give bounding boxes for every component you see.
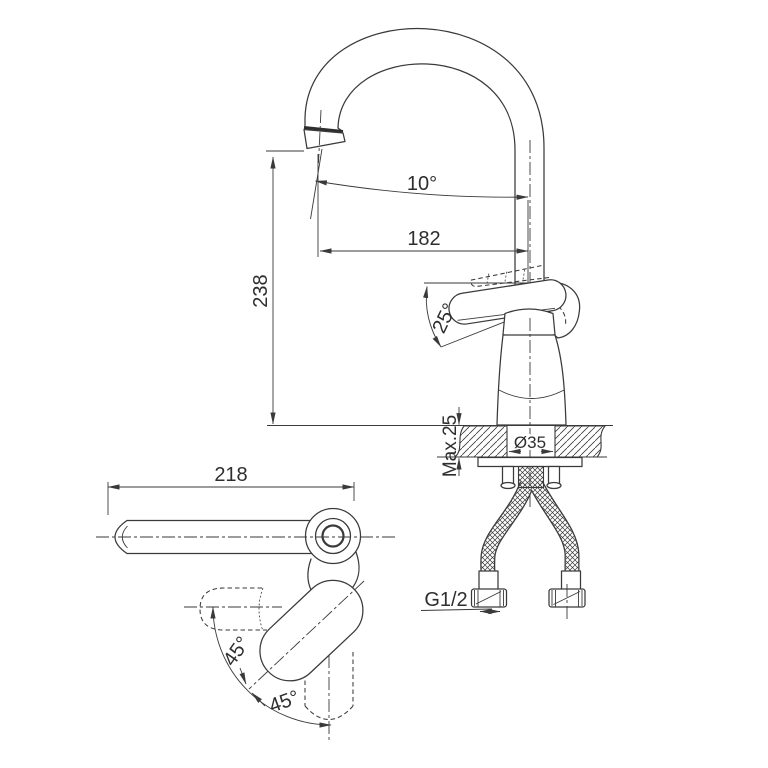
thread-label: G1/2 [424,589,467,611]
spout-angle-leg [310,148,323,220]
spout-tip-centerline [318,109,322,164]
mounting-foot-right [546,481,562,490]
raised-lever-hatch [486,267,526,284]
hose-right-braid [530,481,579,590]
mounting-leg-right [547,465,561,485]
mounting-foot-left [500,481,516,490]
aerator-joint-band [303,126,344,133]
spout-gooseneck [304,27,545,286]
aerator-tip [303,128,346,150]
dimension-thread: G1/2 [420,589,501,615]
deck-thickness-label: Max.25 [440,415,461,477]
angle-arc [423,286,442,348]
swing-right-label: 45° [266,686,302,717]
raised-lever-outline [470,264,550,288]
mounting-flange [477,456,583,468]
body-neck-right [352,551,360,588]
threaded-shank [517,465,545,489]
top-view: 45° 45° 218 [96,464,396,740]
spout-angle-label: 10° [407,173,437,195]
deck-hatch-left [453,425,508,458]
deck-hatch-right [554,425,607,458]
handle-stub-left-outline [199,587,267,631]
swing-arc [210,606,332,728]
body-outline [496,334,567,426]
mounting-hole-label: Ø35 [514,433,546,452]
swing-arc-mid-arrow-upper [239,667,247,685]
spout-outlet [303,109,346,164]
spout-tube-edges [126,519,313,555]
spout-outer-curve [304,27,545,282]
dimension-deck-thickness: Max.25 [440,407,462,477]
spout-height-label: 238 [250,274,272,307]
front-view: 25° [250,27,613,621]
spout-reach-label: 182 [407,228,440,250]
hose-nut-left-knurl [474,590,504,607]
spout-angle-arc [315,180,529,200]
top-view-centerlines [96,536,396,740]
faucet-body [496,308,567,426]
body-bulge-arc [498,389,565,399]
spout-inner-curve [337,63,516,286]
body-head-inner-circle [321,524,345,548]
top-view-body [304,507,362,596]
dimension-218: 218 [107,464,355,515]
mounting-hardware [477,456,583,490]
dimension-182: 182 [319,228,529,254]
swing-arc-mid-arrow-lower [251,692,266,707]
dimension-238: 238 [250,150,304,425]
dimension-hole-diameter: Ø35 [508,431,554,455]
handle-stub-left-joint [258,587,264,632]
top-view-handle-dashed-horizontal [199,587,267,632]
body-head-middle-circle [314,517,352,555]
swing-left-label: 45° [219,633,254,670]
body-head-outer-circle [304,507,362,565]
dimension-spout-angle: 10° [310,148,529,257]
hose-fittings [470,570,586,621]
hose-stem-left [478,570,499,591]
hose-nut-right-knurl [551,590,583,607]
overall-length-label: 218 [214,464,247,486]
mounting-leg-left [501,465,515,485]
handle-raised-dashed [470,264,550,288]
hose-stem-right [560,570,582,591]
